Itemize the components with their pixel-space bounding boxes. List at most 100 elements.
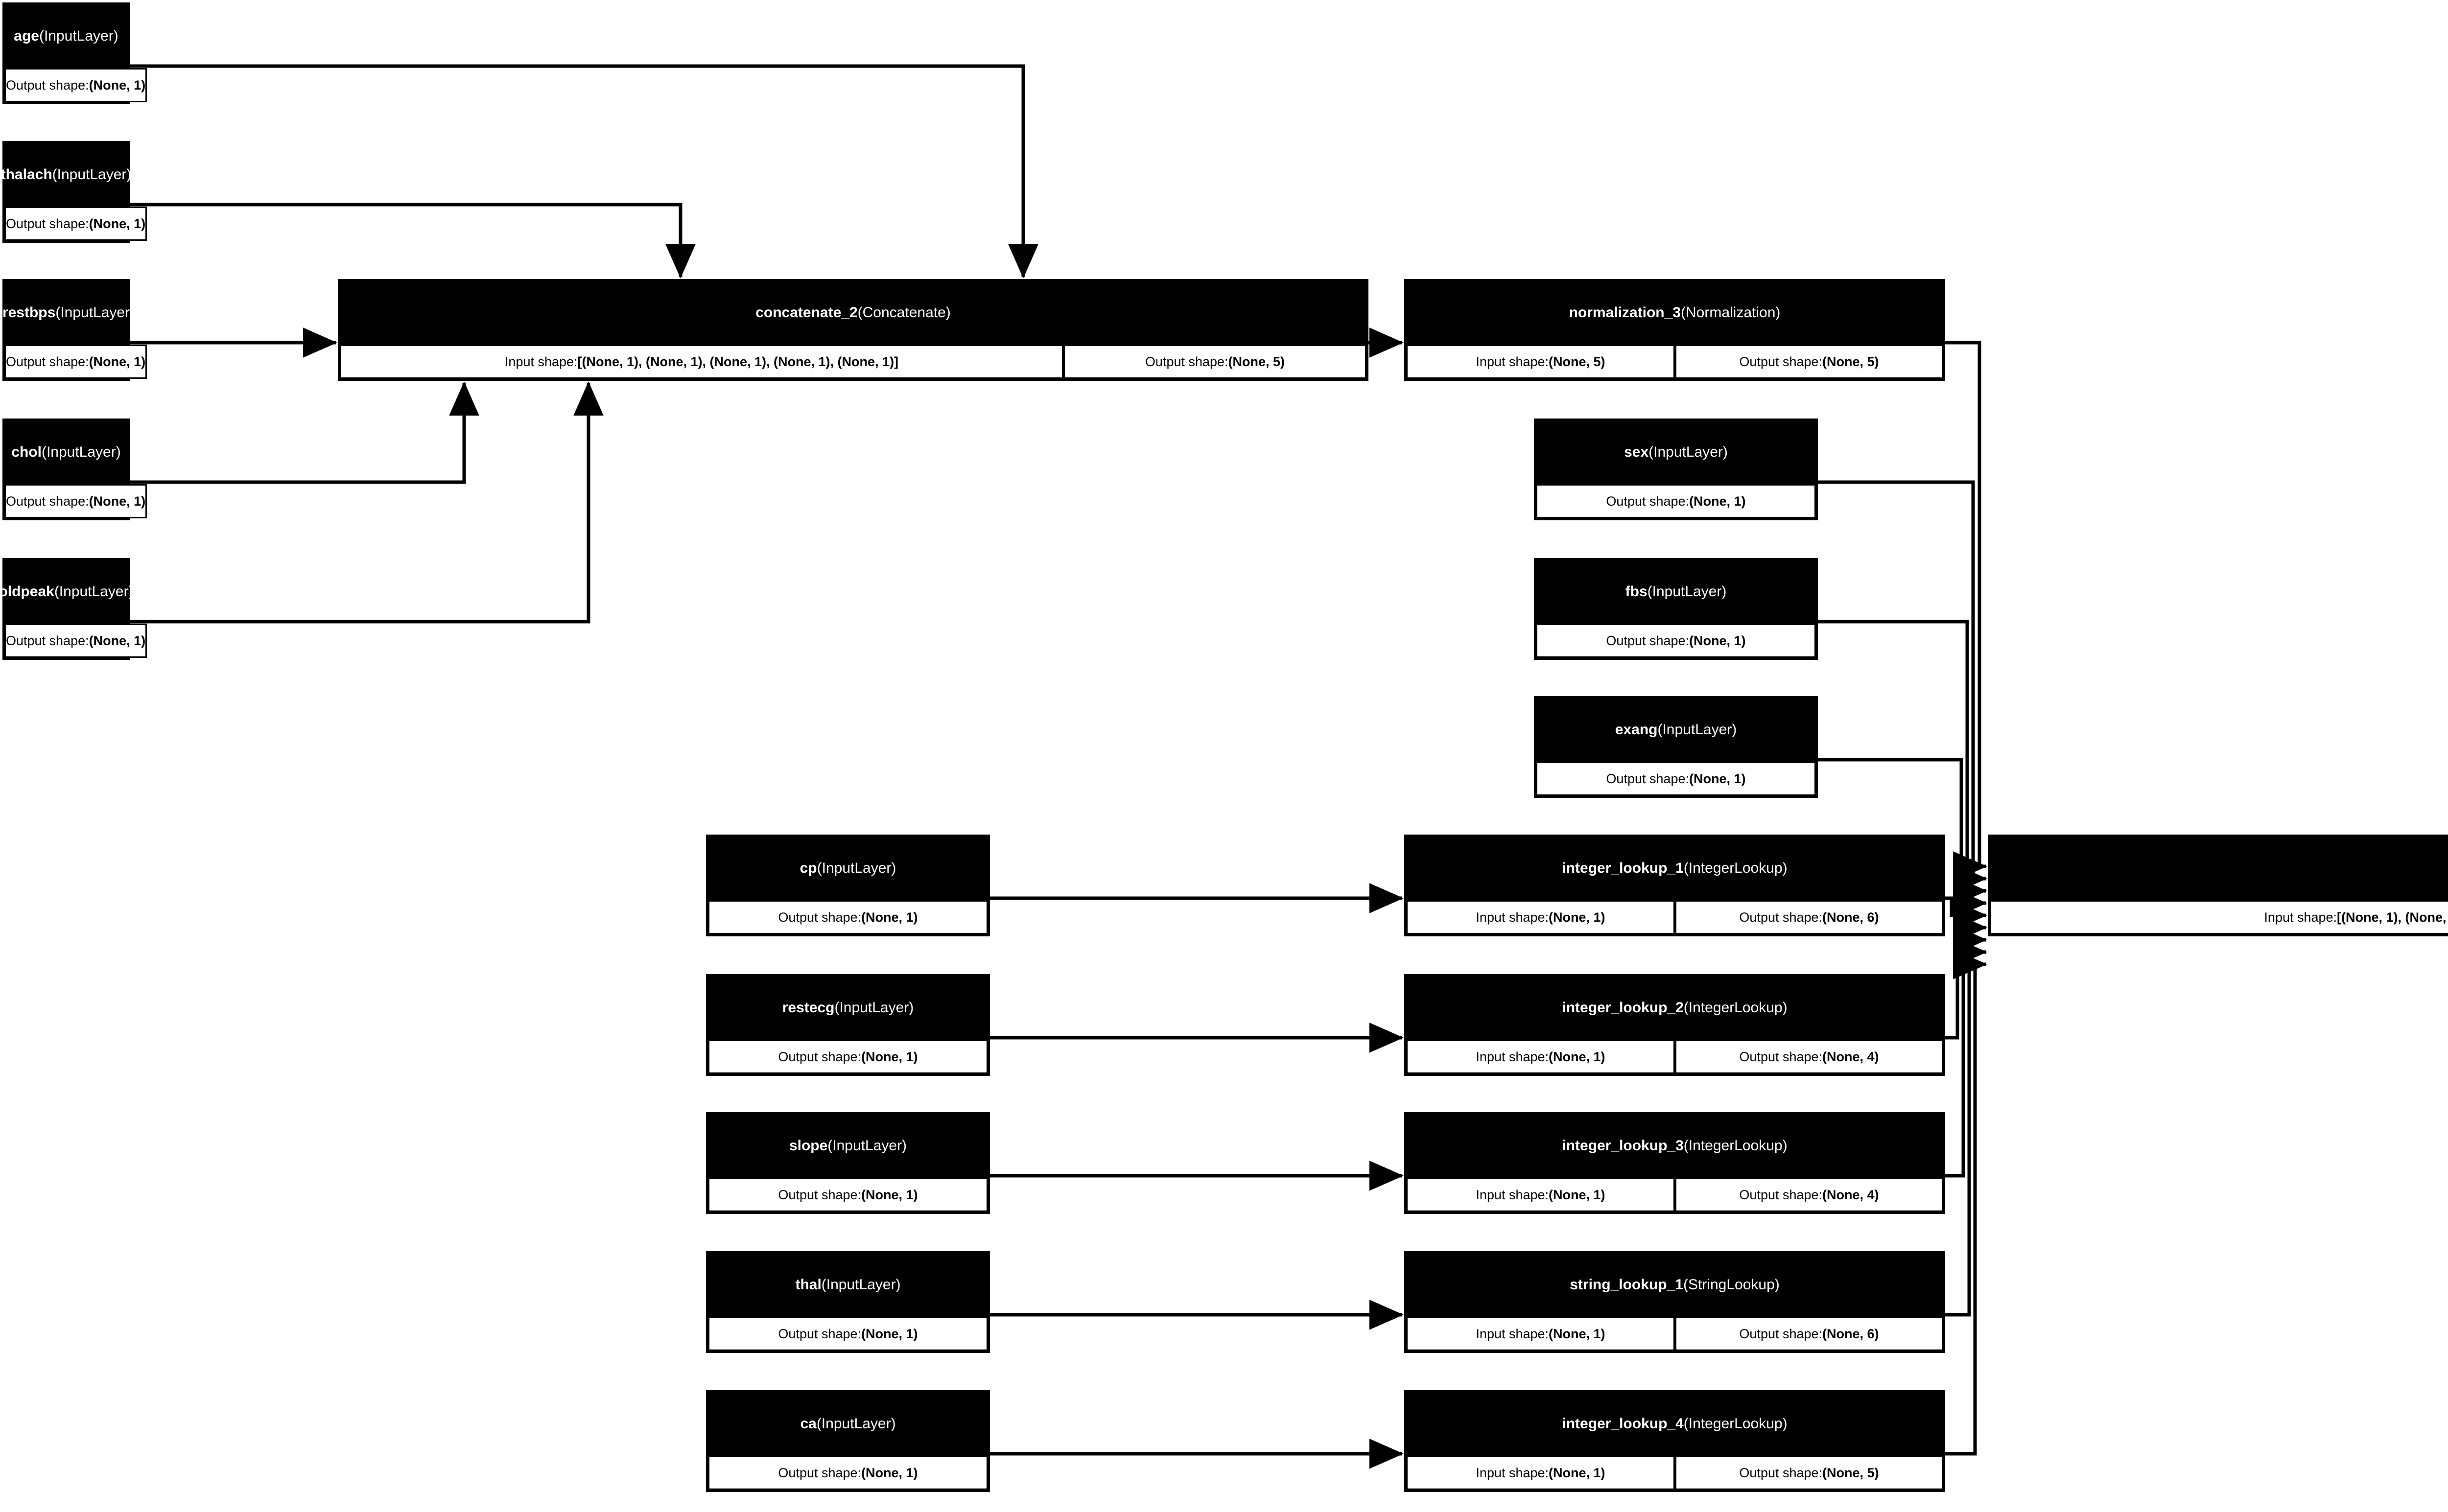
layer-title: thal (InputLayer): [708, 1253, 988, 1317]
shape-value: (None, 1): [861, 1049, 918, 1064]
shape-value: (None, 5): [1549, 354, 1605, 369]
layer-class: (IntegerLookup): [1683, 860, 1788, 876]
shape-prefix: Output shape:: [778, 909, 862, 925]
shape-prefix: Output shape:: [1606, 771, 1690, 786]
layer-node-integer_lookup_1[interactable]: integer_lookup_1 (IntegerLookup)Input sh…: [1404, 835, 1945, 936]
layer-node-integer_lookup_4[interactable]: integer_lookup_4 (IntegerLookup)Input sh…: [1404, 1390, 1945, 1492]
layer-node-cp[interactable]: cp (InputLayer)Output shape: (None, 1): [706, 835, 990, 936]
layer-name: age: [14, 28, 39, 44]
layer-node-ca[interactable]: ca (InputLayer) Output shape: (None, 1): [706, 1390, 990, 1492]
layer-node-integer_lookup_3[interactable]: integer_lookup_3 (IntegerLookup)Input sh…: [1404, 1112, 1945, 1214]
layer-title: fbs (InputLayer): [1536, 560, 1816, 624]
shape-prefix: Output shape:: [6, 493, 89, 509]
layer-node-oldpeak[interactable]: oldpeak (InputLayer)Output shape: (None,…: [0, 558, 147, 660]
layer-name: string_lookup_1: [1570, 1277, 1683, 1293]
layer-node-sex[interactable]: sex (InputLayer) Output shape: (None, 1): [1534, 419, 1818, 520]
layer-title: string_lookup_1 (StringLookup): [1406, 1253, 1943, 1317]
layer-class: (Concatenate): [857, 304, 951, 321]
shape-row: Output shape: (None, 1): [1536, 484, 1816, 518]
layer-title: age (InputLayer): [4, 4, 128, 68]
shape-prefix: Output shape:: [778, 1465, 862, 1480]
output-shape-cell: Output shape: (None, 1): [4, 68, 147, 102]
output-shape-cell: Output shape: (None, 6): [1675, 900, 1943, 934]
layer-class: (InputLayer): [1648, 444, 1728, 460]
edge-chol-to-concatenate_2: [130, 381, 479, 484]
shape-value: (None, 4): [1822, 1187, 1879, 1202]
shape-prefix: Input shape:: [1476, 909, 1549, 925]
output-shape-cell: Output shape: (None, 1): [1536, 484, 1816, 518]
shape-row: Input shape: (None, 1)Output shape: (Non…: [1406, 1040, 1943, 1074]
layer-name: oldpeak: [0, 583, 54, 600]
layer-title: integer_lookup_1 (IntegerLookup): [1406, 837, 1943, 900]
shape-prefix: Input shape:: [2264, 909, 2337, 925]
shape-prefix: Output shape:: [1145, 354, 1228, 369]
shape-prefix: Output shape:: [1739, 354, 1823, 369]
shape-prefix: Output shape:: [1739, 1049, 1823, 1064]
shape-value: (None, 1): [861, 909, 918, 925]
layer-class: (InputLayer): [827, 1138, 907, 1154]
layer-class: (IntegerLookup): [1683, 1416, 1788, 1432]
layer-node-normalization_3[interactable]: normalization_3 (Normalization)Input sha…: [1404, 279, 1945, 381]
layer-class: (StringLookup): [1683, 1277, 1780, 1293]
shape-row: Output shape: (None, 1): [708, 1456, 988, 1490]
layer-node-concatenate_3[interactable]: concatenate_3 (Concatenate)Input shape: …: [1988, 835, 2448, 936]
shape-row: Output shape: (None, 1): [4, 68, 147, 102]
layer-node-restecg[interactable]: restecg (InputLayer)Output shape: (None,…: [706, 974, 990, 1076]
output-shape-cell: Output shape: (None, 6): [1675, 1317, 1943, 1351]
layer-name: concatenate_2: [755, 304, 858, 321]
layer-name: trestbps: [0, 304, 56, 321]
input-shape-cell: Input shape: (None, 5): [1406, 345, 1675, 379]
layer-node-thalach[interactable]: thalach (InputLayer)Output shape: (None,…: [0, 141, 147, 243]
output-shape-cell: Output shape: (None, 5): [1063, 345, 1366, 379]
shape-row: Input shape: (None, 1)Output shape: (Non…: [1406, 1178, 1943, 1212]
layer-class: (InputLayer): [55, 304, 135, 321]
shape-row: Input shape: (None, 1) Output shape: (Non…: [1406, 900, 1943, 934]
layer-node-integer_lookup_2[interactable]: integer_lookup_2 (IntegerLookup)Input sh…: [1404, 974, 1945, 1076]
layer-name: fbs: [1625, 583, 1648, 600]
layer-name: ca: [800, 1416, 817, 1432]
shape-value: (None, 1): [861, 1465, 918, 1480]
layer-node-string_lookup_1[interactable]: string_lookup_1 (StringLookup)Input shap…: [1404, 1251, 1945, 1353]
layer-name: thalach: [0, 166, 52, 183]
shape-prefix: Output shape:: [1606, 633, 1690, 648]
edge-oldpeak-to-concatenate_2: [130, 381, 604, 624]
layer-node-fbs[interactable]: fbs (InputLayer)Output shape: (None, 1): [1534, 558, 1818, 660]
input-shape-cell: Input shape: [(None, 1), (None, 1), (Non…: [340, 345, 1063, 379]
shape-prefix: Output shape:: [6, 216, 89, 231]
layer-name: cp: [800, 860, 817, 876]
output-shape-cell: Output shape: (None, 1): [708, 900, 988, 934]
layer-name: slope: [789, 1138, 828, 1154]
layer-node-thal[interactable]: thal (InputLayer)Output shape: (None, 1): [706, 1251, 990, 1353]
layer-node-age[interactable]: age (InputLayer)Output shape: (None, 1): [2, 2, 147, 104]
layer-node-concatenate_2[interactable]: concatenate_2 (Concatenate) Input shape: …: [338, 279, 1368, 381]
shape-row: Output shape: (None, 1): [4, 345, 147, 379]
layer-class: (InputLayer): [816, 1416, 896, 1432]
output-shape-cell: Output shape: (None, 1): [1536, 762, 1816, 796]
edge-integer_lookup_4-to-concatenate_3: [1945, 949, 1987, 1456]
shape-prefix: Input shape:: [1476, 1049, 1549, 1064]
shape-value: (None, 1): [1549, 909, 1605, 925]
layer-title: integer_lookup_3 (IntegerLookup): [1406, 1114, 1943, 1178]
layer-node-trestbps[interactable]: trestbps (InputLayer)Output shape: (None…: [0, 279, 147, 381]
shape-prefix: Output shape:: [778, 1326, 862, 1341]
layer-title: trestbps (InputLayer): [0, 281, 135, 345]
layer-title: oldpeak (InputLayer): [0, 560, 134, 624]
shape-prefix: Output shape:: [778, 1187, 862, 1202]
layer-name: sex: [1624, 444, 1649, 460]
layer-class: (InputLayer): [52, 166, 132, 183]
output-shape-cell: Output shape: (None, 1): [1536, 624, 1816, 658]
layer-name: integer_lookup_2: [1562, 1000, 1684, 1016]
shape-value: (None, 6): [1822, 1326, 1879, 1341]
shape-value: (None, 5): [1822, 1465, 1879, 1480]
shape-prefix: Output shape:: [6, 77, 89, 93]
layer-node-exang[interactable]: exang (InputLayer)Output shape: (None, 1…: [1534, 696, 1818, 798]
layer-title: integer_lookup_2 (IntegerLookup): [1406, 976, 1943, 1040]
layer-node-slope[interactable]: slope (InputLayer)Output shape: (None, 1…: [706, 1112, 990, 1214]
layer-class: (InputLayer): [41, 444, 121, 460]
shape-value: (None, 1): [1549, 1465, 1605, 1480]
layer-node-chol[interactable]: chol (InputLayer)Output shape: (None, 1): [2, 419, 147, 520]
shape-row: Input shape: [(None, 1), (None, 1), (Non…: [340, 345, 1366, 379]
layer-name: integer_lookup_1: [1562, 860, 1684, 876]
shape-row: Input shape: (None, 5) Output shape: (Non…: [1406, 345, 1943, 379]
shape-row: Output shape: (None, 1): [708, 900, 988, 934]
